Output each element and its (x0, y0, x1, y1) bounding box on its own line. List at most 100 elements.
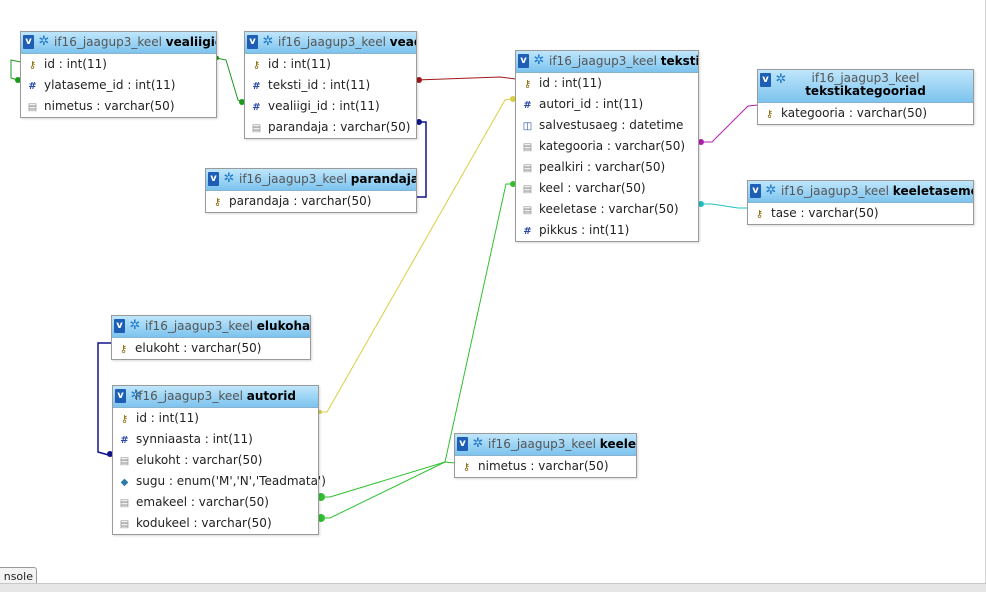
gear-icon[interactable]: ✲ (765, 183, 777, 198)
number-type-icon: # (252, 102, 261, 113)
column-row[interactable]: ⚷parandaja : varchar(50) (206, 191, 416, 212)
table-header[interactable]: v ✲ if16_jaagup3_keel elukohad (112, 316, 310, 338)
toggle-columns-icon[interactable]: v (760, 73, 771, 87)
column-row[interactable]: ◫salvestusaeg : datetime (516, 115, 698, 136)
table-header[interactable]: v ✲ if16_jaagup3_keel autorid (113, 386, 318, 408)
table-header[interactable]: v ✲ if16_jaagup3_keel keeled (455, 434, 636, 456)
table-title: if16_jaagup3_keel elukohad (145, 319, 310, 333)
table-title: if16_jaagup3_keel keeletasemed (781, 184, 973, 198)
table-title: if16_jaagup3_keel vead (278, 35, 416, 49)
relation-vead-vealiigid (215, 57, 247, 104)
gear-icon[interactable]: ✲ (533, 53, 545, 68)
relation-tekstid-keeled (444, 183, 516, 464)
column-row[interactable]: ▤parandaja : varchar(50) (245, 117, 416, 138)
text-type-icon: ▤ (522, 142, 533, 153)
gear-icon[interactable]: ✲ (262, 34, 274, 49)
number-type-icon: # (523, 226, 532, 237)
table-keeletasemed[interactable]: v ✲ if16_jaagup3_keel keeletasemed ⚷tase… (747, 180, 974, 225)
primary-key-icon: ⚷ (765, 109, 774, 120)
table-autorid[interactable]: v ✲ if16_jaagup3_keel autorid ⚷id : int(… (112, 385, 326, 535)
column-row[interactable]: ▤keeletase : varchar(50) (516, 199, 698, 220)
text-type-icon: ▤ (522, 163, 533, 174)
gear-icon[interactable]: ✲ (129, 318, 141, 333)
number-type-icon: # (523, 100, 532, 111)
primary-key-icon: ⚷ (462, 462, 471, 473)
table-header[interactable]: v ✲ if16_jaagup3_keel vealiigid (21, 32, 216, 54)
column-row[interactable]: #autori_id : int(11) (516, 94, 698, 115)
primary-key-icon: ⚷ (252, 60, 261, 71)
gear-icon[interactable]: ✲ (38, 34, 50, 49)
relation-tekstid-autorid (318, 97, 517, 413)
table-vead[interactable]: v ✲ if16_jaagup3_keel vead ⚷id : int(11)… (244, 31, 417, 139)
toggle-columns-icon[interactable]: v (115, 389, 126, 403)
relation-tekstid-tekstikategooriad (698, 104, 759, 143)
horizontal-scrollbar[interactable] (0, 583, 986, 592)
primary-key-icon: ⚷ (213, 197, 222, 208)
toggle-columns-icon[interactable]: v (247, 35, 258, 49)
column-row[interactable]: #ylataseme_id : int(11) (21, 75, 216, 96)
column-row[interactable]: ◆sugu : enum('M','N','Teadmata') (113, 471, 326, 492)
primary-key-icon: ⚷ (523, 79, 532, 90)
table-vealiigid[interactable]: v ✲ if16_jaagup3_keel vealiigid ⚷id : in… (20, 31, 217, 118)
relation-vead-tekstid (415, 76, 517, 81)
relation-autorid-elukohad (97, 342, 113, 457)
column-row[interactable]: ⚷id : int(11) (516, 73, 698, 94)
text-type-icon: ▤ (119, 456, 130, 467)
number-type-icon: # (120, 435, 129, 446)
table-header[interactable]: v ✲ if16_jaagup3_keel keeletasemed (748, 181, 973, 203)
column-row[interactable]: ▤emakeel : varchar(50) (113, 492, 318, 513)
toggle-columns-icon[interactable]: v (208, 172, 219, 186)
column-row[interactable]: ▤elukoht : varchar(50) (113, 450, 318, 471)
toggle-columns-icon[interactable]: v (457, 437, 468, 451)
relation-tekstid-keeletasemed (698, 203, 748, 209)
toggle-columns-icon[interactable]: v (518, 54, 529, 68)
table-elukohad[interactable]: v ✲ if16_jaagup3_keel elukohad ⚷elukoht … (111, 315, 311, 360)
column-row[interactable]: ▤keel : varchar(50) (516, 178, 698, 199)
table-parandajad[interactable]: v ✲ if16_jaagup3_keel parandajad ⚷parand… (205, 168, 417, 213)
column-row[interactable]: ▤pealkiri : varchar(50) (516, 157, 698, 178)
table-tekstid[interactable]: v ✲ if16_jaagup3_keel tekstid ⚷id : int(… (515, 50, 699, 242)
table-header[interactable]: v ✲ if16_jaagup3_keel parandajad (206, 169, 416, 191)
primary-key-icon: ⚷ (755, 209, 764, 220)
primary-key-icon: ⚷ (120, 414, 129, 425)
column-row[interactable]: #pikkus : int(11) (516, 220, 698, 241)
column-row[interactable]: ⚷elukoht : varchar(50) (112, 338, 310, 359)
number-type-icon: # (252, 81, 261, 92)
column-row[interactable]: ⚷nimetus : varchar(50) (455, 456, 636, 477)
text-type-icon: ▤ (251, 123, 262, 134)
column-row[interactable]: ▤kodukeel : varchar(50) (113, 513, 318, 534)
column-row[interactable]: #synniaasta : int(11) (113, 429, 318, 450)
column-row[interactable]: ⚷kategooria : varchar(50) (758, 103, 973, 124)
table-header[interactable]: v ✲ if16_jaagup3_keel tekstid (516, 51, 698, 73)
gear-icon[interactable]: ✲ (223, 171, 235, 186)
table-title: if16_jaagup3_keel autorid (134, 389, 297, 403)
table-title: if16_jaagup3_keel tekstid (549, 54, 698, 68)
gear-icon[interactable]: ✲ (472, 436, 484, 451)
column-row[interactable]: ⚷id : int(11) (245, 54, 416, 75)
column-row[interactable]: ▤kategooria : varchar(50) (516, 136, 698, 157)
column-row[interactable]: ⚷id : int(11) (21, 54, 216, 75)
primary-key-icon: ⚷ (28, 60, 37, 71)
column-row[interactable]: ⚷id : int(11) (113, 408, 318, 429)
toggle-columns-icon[interactable]: v (114, 319, 125, 333)
column-row[interactable]: ⚷tase : varchar(50) (748, 203, 973, 224)
table-header[interactable]: v ✲ if16_jaagup3_keel vead (245, 32, 416, 54)
gear-icon[interactable]: ✲ (130, 388, 142, 403)
gear-icon[interactable]: ✲ (775, 72, 787, 87)
text-type-icon: ▤ (119, 498, 130, 509)
table-title: if16_jaagup3_keel keeled (488, 437, 636, 451)
text-type-icon: ▤ (522, 184, 533, 195)
table-keeled[interactable]: v ✲ if16_jaagup3_keel keeled ⚷nimetus : … (454, 433, 637, 478)
text-type-icon: ▤ (27, 102, 38, 113)
relation-vead-parandajad (416, 121, 427, 198)
column-row[interactable]: #vealiigi_id : int(11) (245, 96, 416, 117)
column-row[interactable]: #teksti_id : int(11) (245, 75, 416, 96)
enum-type-icon: ◆ (120, 477, 129, 488)
primary-key-icon: ⚷ (119, 344, 128, 355)
column-row[interactable]: ▤nimetus : varchar(50) (21, 96, 216, 117)
toggle-columns-icon[interactable]: v (750, 184, 761, 198)
toggle-columns-icon[interactable]: v (23, 35, 34, 49)
